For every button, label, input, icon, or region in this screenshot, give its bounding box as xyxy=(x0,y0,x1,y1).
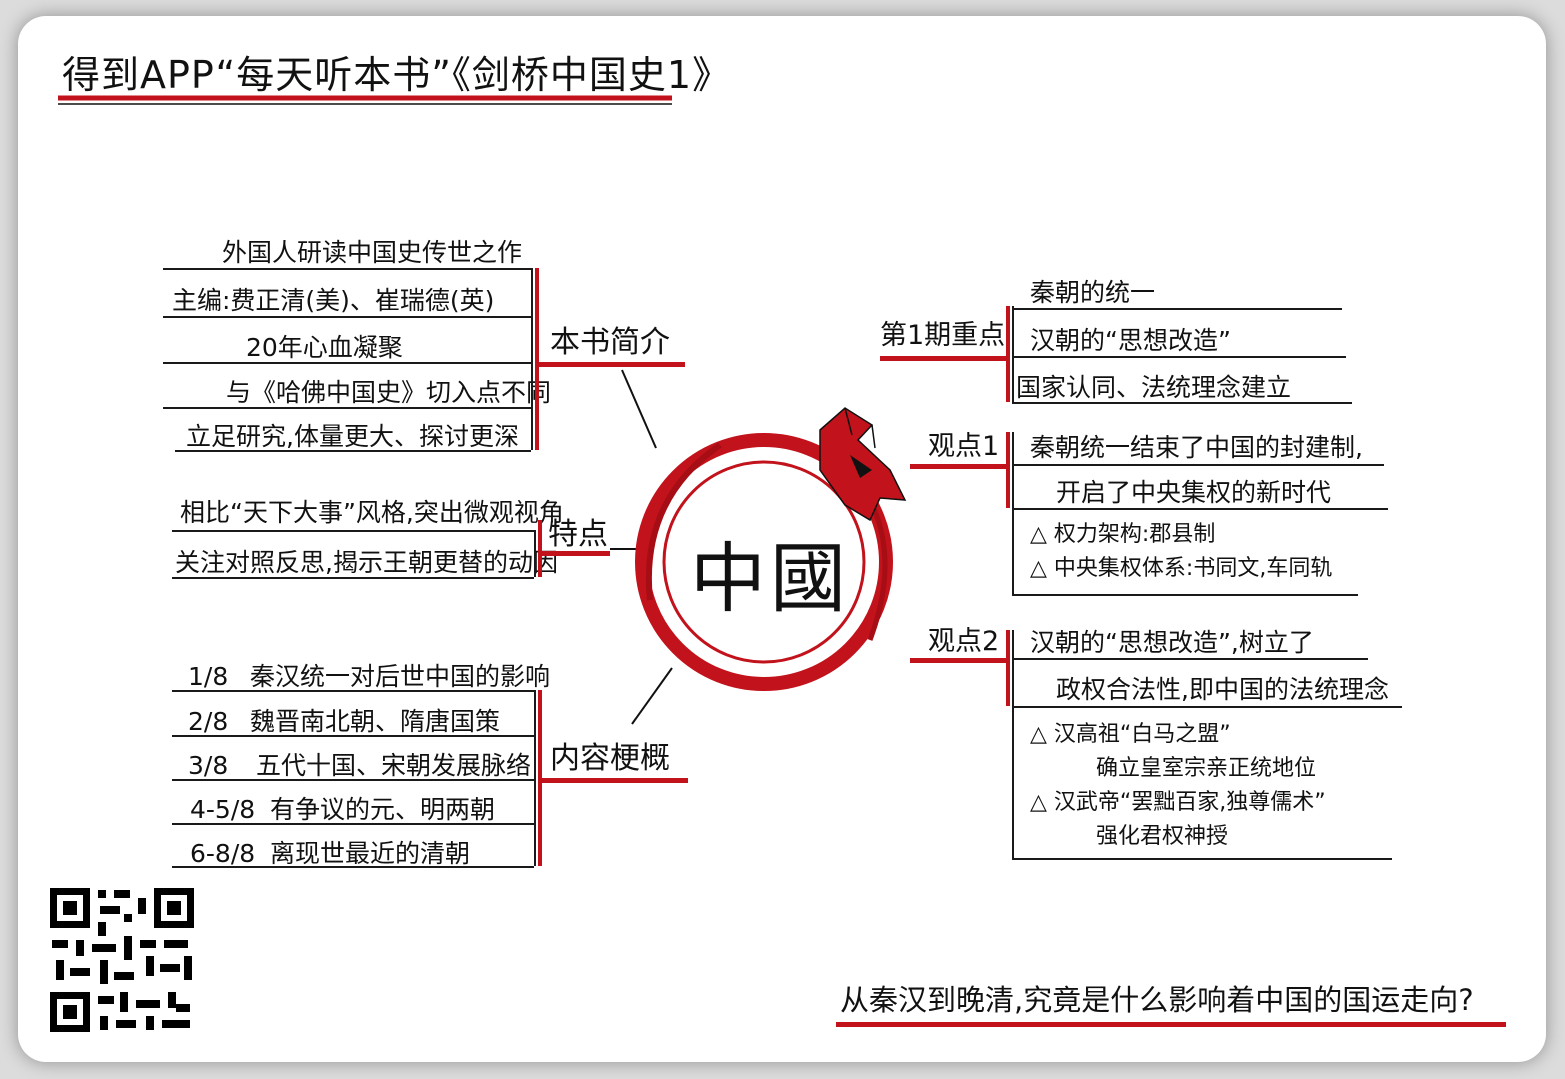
outline-item-5: 离现世最近的清朝 xyxy=(270,839,471,868)
intro-item-4: 与《哈佛中国史》切入点不同 xyxy=(226,378,552,407)
feature-bracket-red xyxy=(538,520,542,577)
view2-sub-bracket xyxy=(1012,706,1014,858)
view2-sub-1: △ 汉高祖“白马之盟” xyxy=(1030,722,1231,747)
view1-bracket-red xyxy=(1006,432,1010,508)
outline-line-2 xyxy=(172,735,534,737)
intro-line-3 xyxy=(163,362,531,364)
canvas-card xyxy=(18,16,1546,1062)
outline-bracket-black xyxy=(534,690,536,866)
node-view2-underline xyxy=(910,658,1010,663)
center-title: 中國 xyxy=(690,534,850,623)
outline-item-2: 魏晋南北朝、隋唐国策 xyxy=(250,707,501,736)
outline-num-3: 3/8 xyxy=(188,751,229,780)
intro-bracket-black xyxy=(531,268,533,450)
outline-line-1 xyxy=(172,690,534,692)
view2-sub-2: 确立皇室宗亲正统地位 xyxy=(1096,756,1317,781)
feature-line-2 xyxy=(172,577,534,579)
view2-bracket-red xyxy=(1006,630,1010,706)
view2-sub-4: 强化君权神授 xyxy=(1096,824,1229,849)
bottom-question: 从秦汉到晚清,究竟是什么影响着中国的国运走向? xyxy=(840,983,1474,1017)
intro-line-2 xyxy=(163,316,531,318)
outline-num-4: 4-5/8 xyxy=(190,795,256,824)
outline-line-4 xyxy=(172,823,534,825)
page-title: 得到APP“每天听本书”《剑桥中国史1》 xyxy=(62,53,732,97)
intro-line-1 xyxy=(163,268,531,270)
outline-num-1: 1/8 xyxy=(188,662,229,691)
intro-line-4 xyxy=(163,407,531,409)
view1-sub-1: △ 权力架构:郡县制 xyxy=(1030,522,1216,547)
outline-num-5: 6-8/8 xyxy=(190,839,256,868)
focus-line-3 xyxy=(1012,402,1352,404)
focus-item-2: 汉朝的“思想改造” xyxy=(1030,326,1231,355)
intro-bracket-red xyxy=(535,268,539,450)
outline-item-3: 五代十国、宋朝发展脉络 xyxy=(256,751,532,780)
feature-bracket-black xyxy=(534,530,536,577)
node-outline: 内容梗概 xyxy=(550,741,670,776)
outline-line-3 xyxy=(172,779,534,781)
node-outline-underline xyxy=(538,778,688,783)
focus-item-1: 秦朝的统一 xyxy=(1030,278,1156,307)
feature-item-2: 关注对照反思,揭示王朝更替的动因 xyxy=(175,548,558,577)
intro-item-3: 20年心血凝聚 xyxy=(246,333,403,362)
node-intro-underline xyxy=(535,362,685,367)
node-focus-underline xyxy=(880,356,1010,361)
view2-rule-3 xyxy=(1012,858,1392,860)
node-view1: 观点1 xyxy=(928,431,1000,462)
node-view2: 观点2 xyxy=(928,626,1000,657)
node-features-underline xyxy=(538,551,610,556)
intro-item-5: 立足研究,体量更大、探讨更深 xyxy=(186,422,519,451)
view1-rule-3 xyxy=(1012,594,1358,596)
intro-item-2: 主编:费正清(美)、崔瑞德(英) xyxy=(172,286,495,315)
bottom-underline-red xyxy=(836,1022,1506,1027)
node-focus: 第1期重点 xyxy=(880,320,1006,351)
view2-bracket-black xyxy=(1012,630,1014,706)
dragon-ring-icon xyxy=(635,407,907,691)
connector-intro xyxy=(621,369,657,449)
view1-rule-2 xyxy=(1012,508,1388,510)
view2-line-2: 政权合法性,即中国的法统理念 xyxy=(1056,675,1389,704)
focus-bracket-black xyxy=(1012,306,1014,402)
outline-line-5 xyxy=(172,866,534,868)
feature-line-1 xyxy=(172,530,534,532)
focus-item-3: 国家认同、法统理念建立 xyxy=(1016,373,1292,402)
node-view1-underline xyxy=(910,464,1010,469)
view1-bracket-black xyxy=(1012,432,1014,508)
node-intro: 本书简介 xyxy=(550,325,670,360)
outline-num-2: 2/8 xyxy=(188,707,229,736)
qr-code-icon xyxy=(48,886,196,1034)
view1-line-2: 开启了中央集权的新时代 xyxy=(1056,478,1332,507)
node-features: 特点 xyxy=(548,517,608,552)
feature-item-1: 相比“天下大事”风格,突出微观视角 xyxy=(180,498,564,527)
view1-line-1: 秦朝统一结束了中国的封建制, xyxy=(1030,433,1363,462)
view1-sub-2: △ 中央集权体系:书同文,车同轨 xyxy=(1030,556,1333,581)
view1-rule-1 xyxy=(1012,464,1384,466)
view2-rule-2 xyxy=(1012,706,1402,708)
view2-line-1: 汉朝的“思想改造”,树立了 xyxy=(1030,628,1314,657)
view2-rule-1 xyxy=(1012,658,1368,660)
outline-item-1: 秦汉统一对后世中国的影响 xyxy=(250,662,551,691)
view2-sub-3: △ 汉武帝“罢黜百家,独尊儒术” xyxy=(1030,790,1326,815)
connector-outline xyxy=(631,667,673,725)
outline-item-4: 有争议的元、明两朝 xyxy=(270,795,496,824)
focus-line-1 xyxy=(1012,308,1342,310)
intro-line-5 xyxy=(175,450,531,452)
intro-item-1: 外国人研读中国史传世之作 xyxy=(222,238,523,267)
focus-line-2 xyxy=(1012,356,1346,358)
focus-bracket-red xyxy=(1006,306,1010,402)
view1-sub-bracket xyxy=(1012,508,1014,594)
